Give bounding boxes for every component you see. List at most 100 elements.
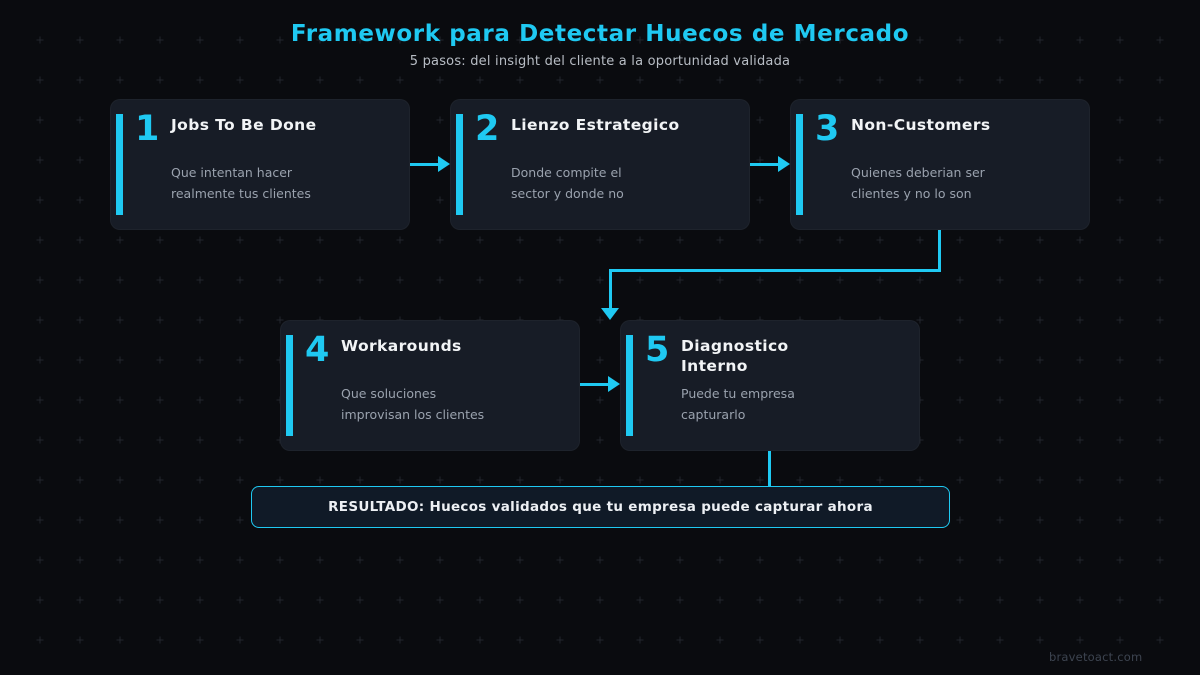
grid-plus-mark	[1156, 236, 1164, 244]
grid-plus-mark	[1036, 356, 1044, 364]
grid-plus-mark	[1116, 76, 1124, 84]
grid-plus-mark	[1076, 76, 1084, 84]
grid-plus-mark	[836, 596, 844, 604]
grid-plus-mark	[636, 556, 644, 564]
grid-plus-mark	[76, 556, 84, 564]
grid-plus-mark	[516, 276, 524, 284]
grid-plus-mark	[356, 236, 364, 244]
grid-plus-mark	[916, 316, 924, 324]
grid-plus-mark	[956, 636, 964, 644]
grid-plus-mark	[316, 276, 324, 284]
grid-plus-mark	[116, 516, 124, 524]
grid-plus-mark	[236, 316, 244, 324]
grid-plus-mark	[76, 76, 84, 84]
grid-plus-mark	[1156, 196, 1164, 204]
grid-plus-mark	[996, 476, 1004, 484]
grid-plus-mark	[596, 436, 604, 444]
grid-plus-mark	[1076, 556, 1084, 564]
grid-plus-mark	[1116, 356, 1124, 364]
grid-plus-mark	[956, 596, 964, 604]
grid-plus-mark	[156, 396, 164, 404]
arrow-line	[410, 163, 440, 166]
grid-plus-mark	[1156, 476, 1164, 484]
step-number: 1	[135, 109, 160, 149]
arrowhead-right-icon	[778, 156, 790, 172]
grid-plus-mark	[836, 276, 844, 284]
grid-plus-mark	[1156, 596, 1164, 604]
step-card-4: 4 Workarounds Que soluciones improvisan …	[280, 320, 580, 451]
grid-plus-mark	[116, 596, 124, 604]
step-title: Workarounds	[341, 337, 462, 355]
grid-plus-mark	[996, 76, 1004, 84]
grid-plus-mark	[156, 556, 164, 564]
step-description: Donde compite el sector y donde no	[511, 165, 624, 201]
grid-plus-mark	[156, 636, 164, 644]
grid-plus-mark	[436, 476, 444, 484]
grid-plus-mark	[1036, 596, 1044, 604]
grid-plus-mark	[76, 276, 84, 284]
grid-plus-mark	[636, 76, 644, 84]
connector-step3-down-segment	[938, 230, 941, 272]
grid-plus-mark	[396, 236, 404, 244]
arrow-line	[580, 383, 610, 386]
grid-plus-mark	[116, 356, 124, 364]
grid-plus-mark	[956, 556, 964, 564]
grid-plus-mark	[996, 596, 1004, 604]
grid-plus-mark	[596, 476, 604, 484]
grid-plus-mark	[76, 436, 84, 444]
grid-plus-mark	[956, 316, 964, 324]
grid-plus-mark	[836, 76, 844, 84]
grid-plus-mark	[116, 396, 124, 404]
grid-plus-mark	[596, 596, 604, 604]
grid-plus-mark	[676, 276, 684, 284]
grid-plus-mark	[36, 236, 44, 244]
grid-plus-mark	[1156, 396, 1164, 404]
accent-bar	[286, 335, 293, 436]
grid-plus-mark	[516, 476, 524, 484]
grid-plus-mark	[1156, 276, 1164, 284]
arrow-step2-to-step3	[750, 156, 790, 174]
grid-plus-mark	[676, 476, 684, 484]
grid-plus-mark	[76, 156, 84, 164]
grid-plus-mark	[396, 596, 404, 604]
grid-plus-mark	[556, 476, 564, 484]
grid-plus-mark	[156, 276, 164, 284]
grid-plus-mark	[156, 596, 164, 604]
grid-plus-mark	[716, 276, 724, 284]
grid-plus-mark	[516, 76, 524, 84]
grid-plus-mark	[996, 516, 1004, 524]
grid-plus-mark	[556, 76, 564, 84]
grid-plus-mark	[996, 276, 1004, 284]
grid-plus-mark	[436, 596, 444, 604]
grid-plus-mark	[196, 76, 204, 84]
arrowhead-right-icon	[438, 156, 450, 172]
grid-plus-mark	[756, 196, 764, 204]
grid-plus-mark	[796, 556, 804, 564]
connector-down-segment	[609, 269, 612, 309]
grid-plus-mark	[636, 476, 644, 484]
grid-plus-mark	[476, 636, 484, 644]
grid-plus-mark	[236, 76, 244, 84]
grid-plus-mark	[1036, 76, 1044, 84]
grid-plus-mark	[516, 556, 524, 564]
grid-plus-mark	[276, 636, 284, 644]
arrow-step4-to-step5	[580, 376, 620, 394]
grid-plus-mark	[276, 76, 284, 84]
grid-plus-mark	[1036, 556, 1044, 564]
grid-plus-mark	[916, 276, 924, 284]
grid-plus-mark	[76, 636, 84, 644]
grid-plus-mark	[36, 476, 44, 484]
grid-plus-mark	[1036, 316, 1044, 324]
grid-plus-mark	[796, 636, 804, 644]
grid-plus-mark	[76, 236, 84, 244]
grid-plus-mark	[436, 116, 444, 124]
grid-plus-mark	[76, 596, 84, 604]
grid-plus-mark	[236, 236, 244, 244]
grid-plus-mark	[196, 516, 204, 524]
grid-plus-mark	[196, 236, 204, 244]
grid-plus-mark	[116, 636, 124, 644]
grid-plus-mark	[436, 636, 444, 644]
grid-plus-mark	[636, 596, 644, 604]
step-title: Lienzo Estrategico	[511, 116, 680, 134]
